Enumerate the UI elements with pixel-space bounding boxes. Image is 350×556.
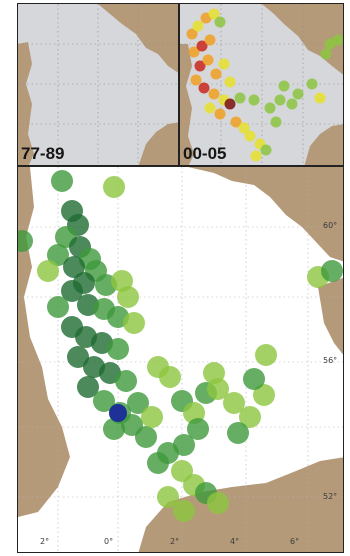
survey-dot xyxy=(115,370,137,392)
survey-dot xyxy=(243,368,265,390)
survey-dot xyxy=(223,392,245,414)
survey-dot xyxy=(117,286,139,308)
survey-dot xyxy=(107,338,129,360)
survey-dot xyxy=(314,92,326,104)
map-panel-77-89: 77-89 xyxy=(17,3,179,166)
survey-dots-00-05 xyxy=(186,8,343,162)
main-map-svg xyxy=(18,167,343,552)
survey-dot xyxy=(192,20,204,32)
survey-dot xyxy=(234,92,246,104)
lon-tick-label: 4° xyxy=(230,537,240,546)
survey-dot xyxy=(253,384,275,406)
survey-dot xyxy=(230,116,242,128)
survey-dot xyxy=(227,422,249,444)
survey-dot xyxy=(204,102,216,114)
survey-dot xyxy=(194,60,206,72)
survey-dot xyxy=(210,68,222,80)
survey-dot xyxy=(93,390,115,412)
survey-dot xyxy=(208,88,220,100)
survey-dot xyxy=(264,102,276,114)
land-denmark xyxy=(138,122,178,165)
survey-dot xyxy=(320,48,332,60)
survey-dot xyxy=(224,76,236,88)
survey-dot xyxy=(141,406,163,428)
survey-dot xyxy=(196,40,208,52)
survey-dot xyxy=(188,46,200,58)
survey-dot xyxy=(67,346,89,368)
survey-dot xyxy=(47,244,69,266)
survey-dot xyxy=(238,122,250,134)
survey-dot xyxy=(135,426,157,448)
survey-dot xyxy=(248,94,260,106)
survey-dot xyxy=(198,82,210,94)
survey-dot xyxy=(186,28,198,40)
survey-dot xyxy=(208,8,220,20)
survey-dot xyxy=(109,404,127,422)
lon-tick-label: 6° xyxy=(290,537,300,546)
grid xyxy=(18,4,178,165)
lat-tick-label: 52° xyxy=(323,492,338,501)
survey-dot xyxy=(218,58,230,70)
survey-dot xyxy=(123,312,145,334)
land-denmark xyxy=(304,124,343,165)
survey-dot xyxy=(18,230,33,252)
survey-dot xyxy=(63,256,85,278)
land-norway xyxy=(188,167,343,262)
survey-dot xyxy=(157,486,179,508)
survey-dots-main xyxy=(18,170,343,522)
survey-dot xyxy=(77,376,99,398)
survey-dot xyxy=(214,108,226,120)
survey-dot xyxy=(202,54,214,66)
lat-tick-label: 60° xyxy=(323,221,338,230)
land-uk xyxy=(18,42,34,165)
land-norway xyxy=(98,4,178,73)
survey-dot xyxy=(47,296,69,318)
survey-dot xyxy=(239,406,261,428)
survey-dot xyxy=(274,94,286,106)
lon-tick-label: 2° xyxy=(170,537,180,546)
survey-dot xyxy=(204,34,216,46)
lon-tick-label: 2° xyxy=(40,537,50,546)
survey-dot xyxy=(61,280,83,302)
survey-dot xyxy=(292,88,304,100)
land-uk xyxy=(180,44,194,165)
survey-dot xyxy=(127,392,149,414)
survey-dot xyxy=(103,176,125,198)
map-panel-00-05: 00-05 xyxy=(179,3,344,166)
survey-dot xyxy=(207,492,229,514)
survey-dot xyxy=(250,150,262,162)
period-label-77-89: 77-89 xyxy=(21,144,65,163)
land-uk xyxy=(18,167,70,517)
survey-dot xyxy=(190,74,202,86)
survey-dot xyxy=(224,98,236,110)
survey-dot xyxy=(147,452,169,474)
survey-dot xyxy=(278,80,290,92)
survey-dot xyxy=(159,366,181,388)
map-77-89-svg xyxy=(18,4,178,165)
survey-dot xyxy=(244,130,256,142)
survey-dot xyxy=(260,144,272,156)
survey-dot xyxy=(270,116,282,128)
survey-dot xyxy=(103,418,125,440)
period-label-00-05: 00-05 xyxy=(183,144,227,163)
survey-dot xyxy=(286,98,298,110)
survey-dot xyxy=(306,78,318,90)
map-00-05-svg xyxy=(180,4,343,165)
map-panel-main: 2° 0° 2° 4° 6° 60° 56° 52° xyxy=(17,166,344,553)
survey-dot xyxy=(332,34,343,46)
lon-tick-label: 0° xyxy=(104,537,114,546)
survey-dot xyxy=(51,170,73,192)
land-continent xyxy=(138,457,343,552)
survey-dot xyxy=(321,260,343,282)
survey-dot xyxy=(173,500,195,522)
survey-dot xyxy=(214,16,226,28)
survey-dot xyxy=(37,260,59,282)
survey-dot xyxy=(187,418,209,440)
lat-tick-label: 56° xyxy=(323,356,338,365)
survey-dot xyxy=(255,344,277,366)
survey-dot xyxy=(203,362,225,384)
